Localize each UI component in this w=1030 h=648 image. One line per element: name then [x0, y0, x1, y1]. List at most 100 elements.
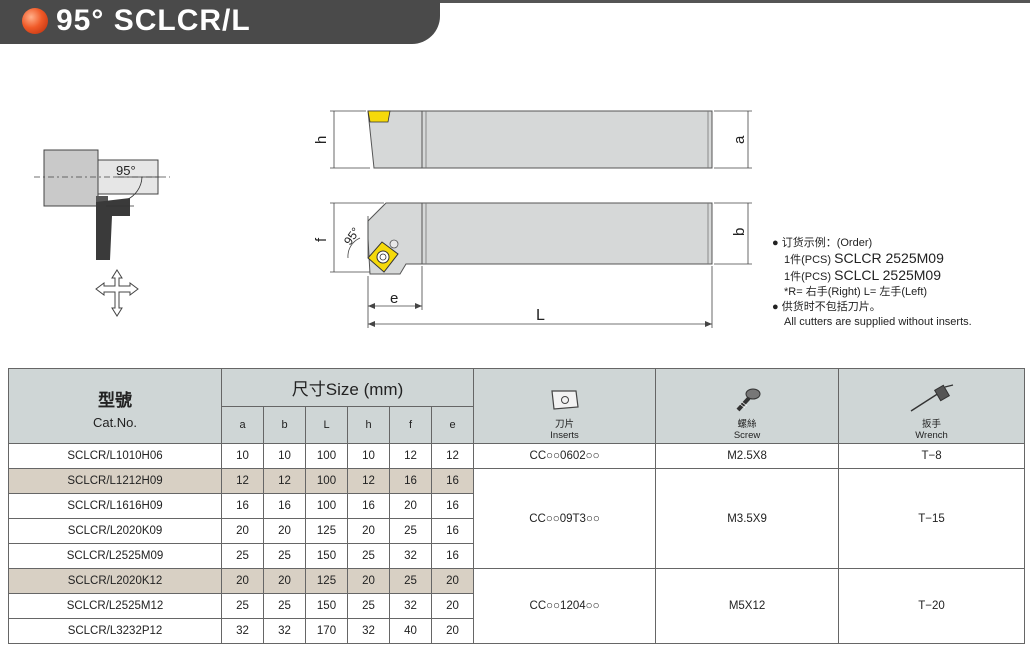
screw-header: 螺絲 Screw: [655, 368, 840, 444]
f-cell: 32: [389, 593, 432, 619]
bullet-icon: ●: [772, 237, 782, 249]
h-cell: 12: [347, 468, 390, 494]
tool-drawing: h a 95° f b e: [313, 110, 752, 328]
insert-cell: CC○○0602○○: [473, 443, 657, 469]
cat-cell: SCLCR/L2020K12: [8, 568, 222, 594]
table-row: SCLCR/L1212H09 12 12 100 12 16 16 CC○○09…: [8, 468, 1026, 569]
L-cell: 150: [305, 543, 348, 569]
size-col-h: h: [347, 405, 390, 444]
h-cell: 16: [347, 493, 390, 519]
screw-cell: M5X12: [655, 568, 840, 644]
wrench-cell: T−15: [838, 468, 1026, 569]
wrench-header-zh: 扳手: [922, 419, 942, 430]
L-cell: 100: [305, 493, 348, 519]
b-cell: 20: [263, 518, 306, 544]
e-cell: 16: [430, 468, 475, 494]
screw-header-en: Screw: [733, 430, 761, 441]
inserts-header-zh: 刀片: [555, 419, 575, 430]
e-cell: 16: [430, 493, 475, 519]
L-cell: 100: [305, 443, 348, 469]
e-cell: 20: [430, 593, 475, 619]
order-line2-code: SCLCL 2525M09: [834, 267, 942, 283]
cat-header-zh: 型號: [98, 391, 132, 410]
cat-cell: SCLCR/L2020K09: [8, 518, 222, 544]
e-cell: 20: [430, 618, 475, 644]
cat-cell: SCLCR/L1616H09: [8, 493, 222, 519]
table-row: SCLCR/L3232P12 32 32 170 32 40 20: [8, 618, 1025, 644]
L-cell: 125: [305, 518, 348, 544]
h-cell: 32: [347, 618, 390, 644]
a-cell: 16: [221, 493, 264, 519]
spec-table: 型號 Cat.No. 尺寸Size (mm) 刀片 Inserts 螺絲 Scr…: [8, 368, 1026, 644]
size-col-b: b: [263, 405, 306, 444]
a-cell: 12: [221, 468, 264, 494]
a-cell: 20: [221, 518, 264, 544]
f-cell: 20: [389, 493, 432, 519]
feed-direction-icon: [95, 269, 139, 317]
page-title: 95° SCLCR/L: [56, 4, 251, 37]
insert-cell: CC○○09T3○○: [473, 468, 657, 569]
cat-cell: SCLCR/L2525M12: [8, 593, 222, 619]
dim-b-label: b: [731, 228, 748, 236]
dim-a-label: a: [731, 135, 748, 144]
table-row: SCLCR/L1010H06 10 10 100 10 12 12 CC○○06…: [8, 443, 1026, 469]
side-schematic: 95°: [34, 149, 170, 317]
a-cell: 25: [221, 593, 264, 619]
h-cell: 10: [347, 443, 390, 469]
f-cell: 12: [389, 443, 432, 469]
cat-cell: SCLCR/L3232P12: [8, 618, 222, 644]
table-row: SCLCR/L2525M12 25 25 150 25 32 20: [8, 593, 1025, 619]
dim-e-label: e: [390, 290, 398, 307]
b-cell: 12: [263, 468, 306, 494]
wrench-header-en: Wrench: [915, 430, 948, 441]
cat-header-en: Cat.No.: [92, 415, 138, 430]
size-col-e: e: [430, 405, 475, 444]
dim-f-label: f: [313, 237, 330, 242]
e-cell: 20: [430, 568, 475, 594]
e-cell: 16: [430, 543, 475, 569]
cat-header: 型號 Cat.No.: [8, 368, 222, 444]
bullet-icon: ●: [772, 301, 782, 313]
a-cell: 32: [221, 618, 264, 644]
order-label: 订货示例：(Order): [781, 237, 873, 249]
header-tab: 95° SCLCR/L: [0, 0, 440, 44]
size-col-a: a: [221, 405, 264, 444]
side-angle-label: 95°: [116, 163, 136, 178]
f-cell: 25: [389, 518, 432, 544]
order-line2-qty: 1件(PCS): [784, 271, 832, 283]
cat-cell: SCLCR/L1010H06: [8, 443, 222, 469]
dim-h-label: h: [313, 136, 330, 144]
b-cell: 20: [263, 568, 306, 594]
h-cell: 20: [347, 518, 390, 544]
f-cell: 16: [389, 468, 432, 494]
wrench-icon: [910, 384, 953, 412]
screw-icon: [736, 388, 761, 412]
h-cell: 20: [347, 568, 390, 594]
insert-icon: [550, 390, 579, 410]
wrench-header: 扳手 Wrench: [838, 368, 1026, 444]
hand-note: *R= 右手(Right) L= 左手(Left): [784, 286, 928, 298]
h-cell: 25: [347, 543, 390, 569]
cat-cell: SCLCR/L1212H09: [8, 468, 222, 494]
header-rule: [0, 0, 1030, 3]
f-cell: 32: [389, 543, 432, 569]
table-row: SCLCR/L2525M09 25 25 150 25 32 16: [8, 543, 1025, 569]
dim-L-label: L: [536, 307, 545, 324]
wrench-cell: T−20: [838, 568, 1026, 644]
a-cell: 25: [221, 543, 264, 569]
bullet-icon: [22, 8, 48, 34]
top-angle-label: 95°: [341, 225, 363, 248]
size-col-f: f: [389, 405, 432, 444]
b-cell: 32: [263, 618, 306, 644]
cat-cell: SCLCR/L2525M09: [8, 543, 222, 569]
b-cell: 25: [263, 543, 306, 569]
size-header: 尺寸Size (mm): [220, 368, 475, 407]
L-cell: 100: [305, 468, 348, 494]
order-notes: ● 订货示例：(Order) 1件(PCS) SCLCR 2525M09 1件(…: [772, 236, 972, 330]
L-cell: 170: [305, 618, 348, 644]
a-cell: 20: [221, 568, 264, 594]
top-view: 95° f b e L: [313, 202, 752, 328]
h-cell: 25: [347, 593, 390, 619]
a-cell: 10: [221, 443, 264, 469]
e-cell: 12: [430, 443, 475, 469]
